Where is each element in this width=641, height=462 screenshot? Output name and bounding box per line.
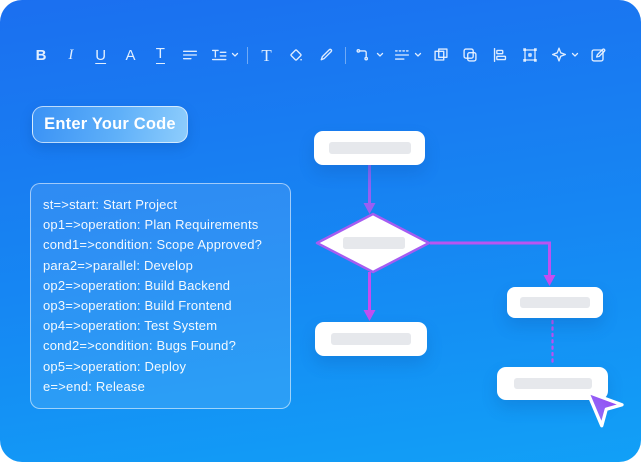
formatting-toolbar: B I U A T T [30, 38, 609, 72]
code-line: para2=>parallel: Develop [43, 257, 194, 273]
fill-color-button[interactable] [285, 43, 307, 67]
right-branch-node[interactable] [507, 287, 603, 318]
duplicate-button[interactable] [459, 43, 481, 67]
chevron-down-icon [231, 52, 239, 57]
text-decoration-icon: T [155, 45, 165, 64]
fill-color-icon [290, 49, 303, 61]
code-line: cond1=>condition: Scope Approved? [43, 237, 263, 253]
enter-your-code-label: Enter Your Code [44, 115, 176, 133]
align-objects-icon [494, 47, 507, 63]
text-style-dropdown-button[interactable] [209, 43, 239, 67]
toolbar-divider [246, 46, 248, 64]
edit-button[interactable] [587, 43, 609, 67]
code-line: op1=>operation: Plan Requirements [43, 217, 259, 233]
group-select-button[interactable] [519, 43, 541, 67]
edit-icon [591, 48, 606, 62]
toolbar-divider [345, 46, 347, 64]
left-branch-node[interactable] [315, 322, 427, 356]
line-style-dropdown-button[interactable] [392, 43, 422, 67]
bring-front-button[interactable] [430, 43, 452, 67]
flowchart-code-panel[interactable]: st=>start: Start Project op1=>operation:… [30, 183, 291, 409]
line-style-icon [394, 50, 409, 60]
magic-wand-dropdown-button[interactable] [549, 43, 579, 67]
code-line: e=>end: Release [43, 378, 146, 394]
chevron-down-icon [414, 52, 421, 57]
magic-wand-icon [551, 47, 566, 62]
arrowhead [543, 275, 556, 286]
connector-icon [356, 49, 368, 61]
bold-button[interactable]: B [30, 43, 52, 67]
cursor-arrow-icon [585, 390, 624, 428]
connector-condition-to-right [430, 241, 551, 276]
condition-node[interactable] [315, 212, 431, 274]
align-objects-button[interactable] [489, 43, 511, 67]
font-icon: A [125, 46, 136, 64]
align-lines-icon [183, 50, 198, 60]
italic-button[interactable]: I [60, 43, 82, 67]
placeholder-text-bar [520, 297, 590, 308]
text-tool-button[interactable]: T [256, 43, 278, 67]
arrowhead [363, 203, 376, 214]
align-lines-button[interactable] [179, 43, 201, 67]
placeholder-text-bar [513, 378, 592, 389]
text-decoration-button[interactable]: T [149, 43, 171, 67]
placeholder-text-bar [328, 142, 411, 154]
enter-your-code-button[interactable]: Enter Your Code [32, 106, 188, 143]
code-line: st=>start: Start Project [43, 197, 178, 212]
code-line: op5=>operation: Deploy [43, 358, 187, 374]
text-tool-icon: T [261, 45, 272, 65]
start-node[interactable] [314, 131, 425, 165]
bold-icon: B [35, 46, 47, 64]
chevron-down-icon [571, 52, 579, 57]
text-style-icon [211, 49, 227, 61]
duplicate-icon [463, 48, 478, 62]
code-line: op4=>operation: Test System [43, 318, 218, 334]
group-select-icon [523, 48, 537, 62]
pen-icon [320, 48, 333, 61]
placeholder-text-bar [331, 333, 411, 345]
arrowhead [363, 310, 376, 321]
code-line: op2=>operation: Build Backend [43, 277, 231, 293]
code-line: cond2=>condition: Bugs Found? [43, 338, 236, 354]
pen-button[interactable] [315, 43, 337, 67]
italic-icon: I [68, 46, 74, 63]
chevron-down-icon [376, 52, 384, 57]
font-button[interactable]: A [119, 43, 141, 67]
underline-icon: U [95, 46, 107, 64]
underline-button[interactable]: U [90, 43, 112, 67]
code-line: op3=>operation: Build Frontend [43, 298, 232, 314]
bring-front-icon [434, 48, 448, 61]
connector-dropdown-button[interactable] [354, 43, 384, 67]
